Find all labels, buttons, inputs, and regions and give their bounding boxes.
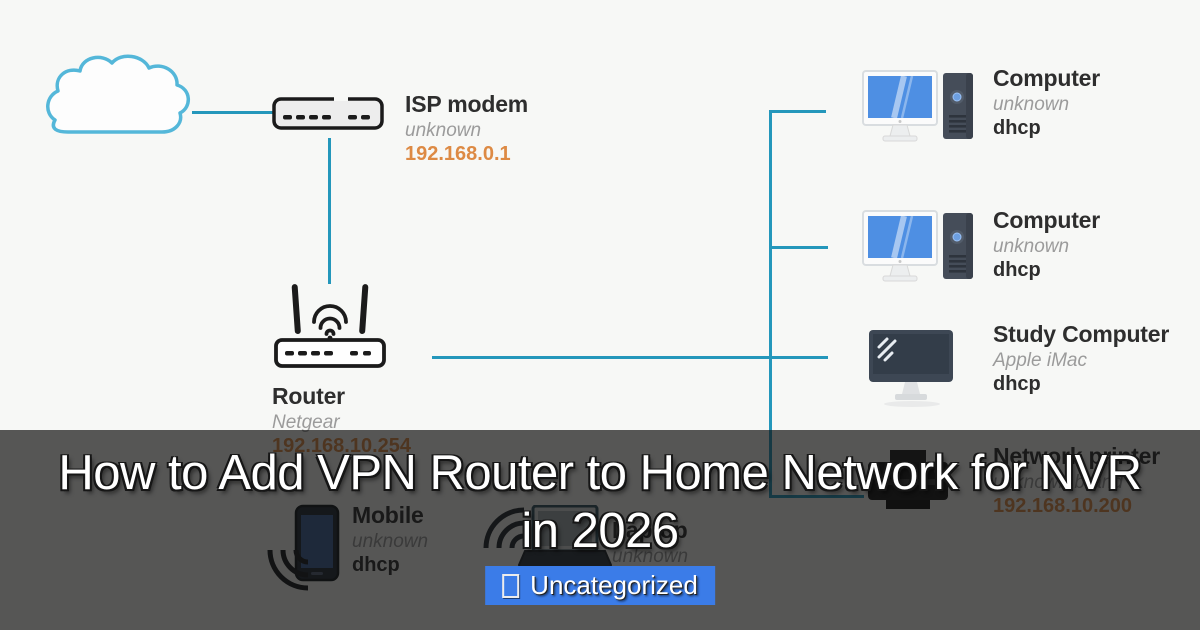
device-detail: Netgear <box>272 411 340 433</box>
imac-icon <box>869 330 953 407</box>
device-name: Computer <box>993 65 1101 91</box>
category-badge[interactable]: Uncategorized <box>485 566 715 605</box>
device-dhcp: dhcp <box>993 373 1041 396</box>
device-label-isp-modem: ISP modem unknown 192.168.0.1 <box>405 91 529 166</box>
line-router-trunk <box>432 356 828 359</box>
line-to-computer-1 <box>769 110 826 113</box>
line-modem-router <box>328 138 331 284</box>
device-name: Router <box>272 383 345 409</box>
device-detail: Apple iMac <box>993 349 1087 371</box>
device-label-study-computer: Study Computer Apple iMac dhcp <box>993 321 1170 396</box>
cloud-icon <box>46 54 190 134</box>
line-cloud-modem <box>192 111 274 114</box>
device-dhcp: dhcp <box>993 259 1041 282</box>
line-to-computer-2 <box>769 246 828 249</box>
post-title-line-2: in 2026 <box>521 504 679 558</box>
line-trunk <box>769 110 772 498</box>
isp-modem-icon <box>272 96 384 130</box>
post-title: How to Add VPN Router to Home Network fo… <box>0 444 1200 560</box>
computer-icon <box>862 70 973 142</box>
device-name: ISP modem <box>405 91 529 117</box>
device-label-computer-2: Computer unknown dhcp <box>993 207 1101 282</box>
device-detail: unknown <box>993 93 1070 115</box>
device-name: Study Computer <box>993 321 1170 347</box>
post-title-line-1: How to Add VPN Router to Home Network fo… <box>58 446 1142 500</box>
device-label-computer-1: Computer unknown dhcp <box>993 65 1101 140</box>
category-label: Uncategorized <box>530 570 698 600</box>
device-dhcp: dhcp <box>993 117 1041 140</box>
router-icon <box>274 284 386 368</box>
computer-icon <box>862 210 973 282</box>
device-detail: unknown <box>405 119 482 141</box>
category-icon <box>502 573 520 598</box>
device-detail: unknown <box>993 235 1070 257</box>
device-name: Computer <box>993 207 1101 233</box>
device-ip: 192.168.0.1 <box>405 143 511 166</box>
